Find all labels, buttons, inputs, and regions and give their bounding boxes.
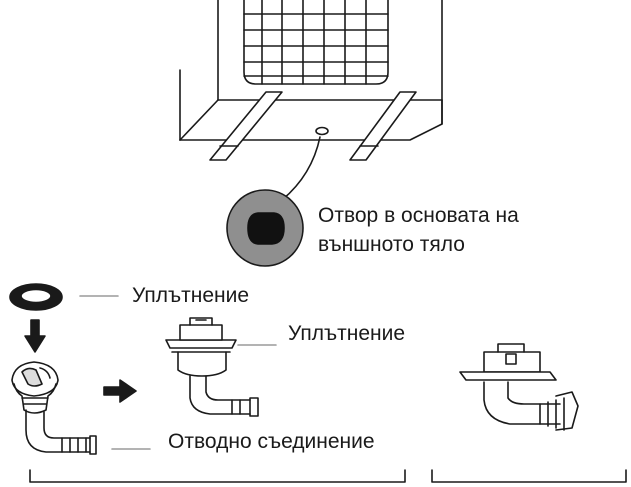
seal-label-1: Уплътнение	[132, 284, 250, 307]
seal-label-2: Уплътнение	[288, 322, 406, 345]
left-bracket	[29, 469, 406, 483]
drain-connector-label: Отводно съединение	[168, 430, 375, 453]
right-arrow	[103, 379, 137, 403]
down-arrow	[24, 319, 46, 353]
outdoor-unit-base	[179, 0, 443, 161]
seal-ring	[9, 283, 63, 311]
right-bracket	[431, 469, 627, 483]
base-hole-label-line1: Отвор в основата на	[318, 204, 519, 227]
drain-hole-closeup	[226, 189, 304, 267]
installed-connector	[459, 343, 579, 431]
assembled-connector	[165, 317, 259, 417]
leader-line-hole	[281, 136, 321, 201]
drain-connector	[11, 361, 97, 455]
base-hole-label-line2: външното тяло	[318, 233, 465, 256]
